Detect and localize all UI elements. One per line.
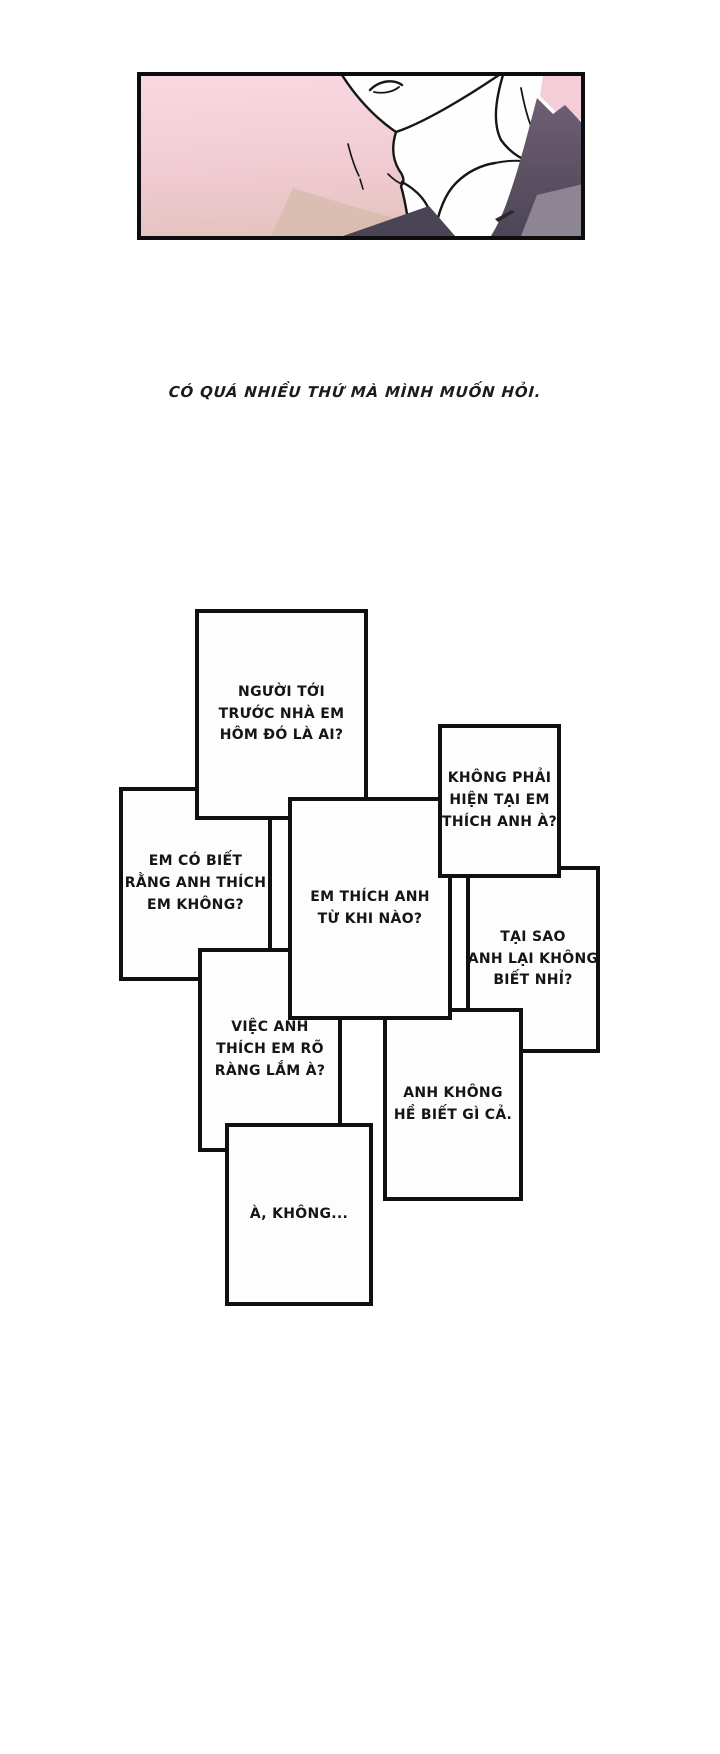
jaw-neck-collar-illustration (141, 76, 581, 236)
narration-caption: CÓ QUÁ NHIỀU THỨ MÀ MÌNH MUỐN HỎI. (168, 383, 542, 401)
thought-box-8: À, KHÔNG... (225, 1123, 373, 1306)
comic-panel-image (137, 72, 585, 240)
